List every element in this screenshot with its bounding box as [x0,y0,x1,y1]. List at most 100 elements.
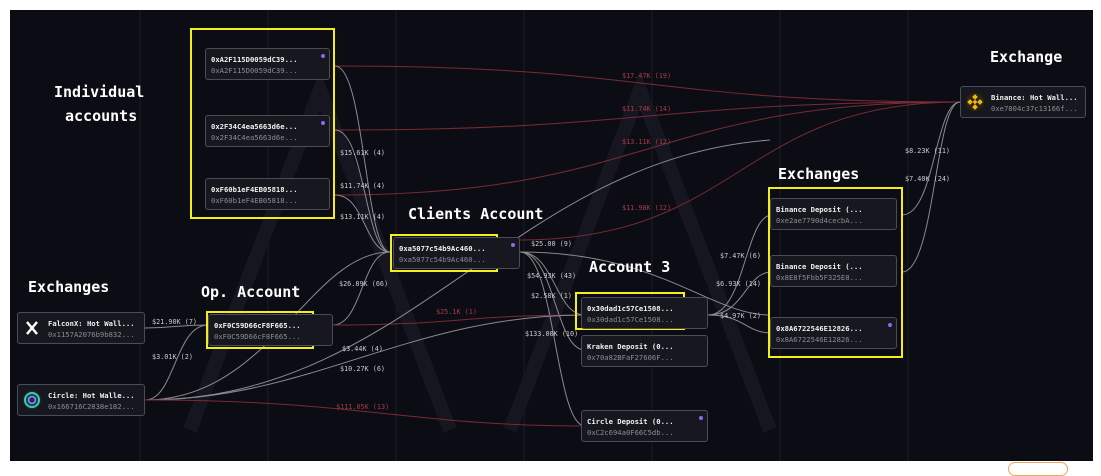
node-name: Binance Deposit (... [776,205,863,214]
status-dot-icon [511,243,515,247]
edge-label: $13.11K (4) [340,213,386,221]
flow-canvas[interactable]: $17.47K (19) $11.74K (14) $13.11K (12) $… [10,10,1093,461]
edge-op-clients [332,251,391,326]
node-name: Binance: Hot Wall... [991,93,1078,102]
node-name: 0x2F34C4ea5663d6e... [211,122,298,131]
edge-label: $7.47K (6) [720,252,761,260]
node-address: 0xe2ae7790d4cecbA... [776,216,863,225]
label-individual: Individual [54,83,145,101]
label-exchanges-left: Exchanges [28,278,110,296]
edge-label: $54.93K (43) [527,272,577,280]
edge-clients-binance-red [519,101,961,241]
edge-circle-bindep [144,139,771,401]
node-circle-deposit[interactable]: Circle Deposit (0... 0xC2c694a0F66C5db..… [581,410,708,442]
node-address: 0xC2c694a0F66C5db... [587,428,674,437]
edge-circle-acct3 [144,314,586,401]
node-address: 0x8A6722546E12826... [776,335,863,344]
edge-label: $11.98K (12) [622,204,672,212]
edge-acc3-clients [334,194,391,253]
status-dot-icon [699,416,703,420]
edge-label: $26.89K (66) [339,280,389,288]
node-name: Circle: Hot Walle... [48,391,135,400]
node-address: 0xa5077c54b9Ac460... [399,255,486,264]
node-name: 0x30dad1c57Ce1508... [587,304,674,313]
edge-layer [139,10,961,461]
edge-label: $7.40K (24) [905,175,951,183]
edge-label: $17.47K (19) [622,72,672,80]
node-address: 0x70a82BFaF27606F... [587,353,674,362]
node-address: 0xF0C59D66cF8F665... [214,332,301,341]
node-address: 0x1157A2076b9b832... [48,330,135,339]
node-address: 0x166716C2838e182... [48,402,135,411]
node-name: 0xF0C59D66cF8F665... [214,321,301,330]
edge-label: $11.74K (4) [340,182,386,190]
edge-label: $10.27K (6) [340,365,386,373]
edge-acct3-bin2 [707,271,773,316]
label-op-account: Op. Account [201,283,301,301]
edge-op-acct3 [332,314,586,326]
edge-clients-bindep [519,251,771,316]
node-name: 0xa5077c54b9Ac460... [399,244,486,253]
label-account3: Account 3 [589,258,671,276]
node-name: 0xF60b1eF4EB05818... [211,185,298,194]
node-name: FalconX: Hot Wall... [48,319,135,328]
edge-acc1-clients [334,65,391,253]
status-dot-icon [321,121,325,125]
edge-label: $21.90K (7) [152,318,198,326]
highlight-individual-accounts [190,28,335,219]
status-dot-icon [321,54,325,58]
label-exchange: Exchange [990,48,1063,66]
edge-circle-op [144,324,209,401]
edge-bin1-binance [901,101,961,216]
node-name: 0x8A6722546E12826... [776,324,863,333]
node-account3[interactable]: 0x30dad1c57Ce1508... 0x30dad1c57Ce1508..… [581,297,708,329]
label-exchanges-right: Exchanges [778,165,860,183]
edge-label: $6.93K (14) [716,280,762,288]
partial-button-edge[interactable] [1008,462,1068,476]
edge-label: $3.44K (4) [342,345,383,353]
node-address: 0xA2F115D0059dC39... [211,66,298,75]
edge-circle-circledep [144,399,586,427]
edge-bin2-binance [901,101,961,273]
node-name: Kraken Deposit (0... [587,342,674,351]
edge-label: $25.00 (9) [531,240,572,248]
binance-logo-icon [966,93,984,111]
edge-acct3-bin3 [707,314,773,334]
node-address: 0xF60b1eF4EB05818... [211,196,298,205]
edge-acc2-clients [334,129,391,253]
node-address: 0x2F34C4ea5663d6e... [211,133,298,142]
edge-label: $25.1K (1) [436,308,477,316]
node-binance-deposit-1[interactable]: Binance Deposit (... 0xe2ae7790d4cecbA..… [770,198,897,230]
edge-label: $13.11K (12) [622,138,672,146]
node-name: Binance Deposit (... [776,262,863,271]
edge-acc2-binance [334,101,961,131]
falconx-icon [23,319,41,337]
node-clients-account[interactable]: 0xa5077c54b9Ac460... 0xa5077c54b9Ac460..… [393,237,520,269]
edge-label: $3.01K (2) [152,353,193,361]
edge-label: $8.23K (11) [905,147,951,155]
edge-label: $4.97K (2) [720,312,761,320]
node-kraken-deposit[interactable]: Kraken Deposit (0... 0x70a82BFaF27606F..… [581,335,708,367]
node-individual-account-1[interactable]: 0xA2F115D0059dC39... 0xA2F115D0059dC39..… [205,48,330,80]
node-address: 0x8E8f5Fbb5F325E8... [776,273,863,282]
node-name: 0xA2F115D0059dC39... [211,55,298,64]
label-accounts: accounts [65,107,138,125]
node-individual-account-2[interactable]: 0x2F34C4ea5663d6e... 0x2F34C4ea5663d6e..… [205,115,330,147]
node-name: Circle Deposit (0... [587,417,674,426]
edge-acc1-binance [334,65,961,103]
label-clients-account: Clients Account [408,205,544,223]
node-address: 0xe7804c37c13166f... [991,104,1078,113]
edge-falconx-op [144,324,209,329]
edge-label: $2.58K (1) [531,292,572,300]
node-op-account[interactable]: 0xF0C59D66cF8F665... 0xF0C59D66cF8F665..… [208,314,333,346]
node-binance-deposit-2[interactable]: Binance Deposit (... 0x8E8f5Fbb5F325E8..… [770,255,897,287]
node-individual-account-3[interactable]: 0xF60b1eF4EB05818... 0xF60b1eF4EB05818..… [205,178,330,210]
node-falconx-hot-wallet[interactable]: FalconX: Hot Wall... 0x1157A2076b9b832..… [17,312,145,344]
node-binance-hot-wallet[interactable]: Binance: Hot Wall... 0xe7804c37c13166f..… [960,86,1086,118]
circle-logo-icon [23,391,41,409]
edge-clients-kraken [519,251,586,351]
edge-label: $15.61K (4) [340,149,386,157]
edge-acct3-bin1 [707,214,773,316]
node-binance-deposit-3[interactable]: 0x8A6722546E12826... 0x8A6722546E12826..… [770,317,897,349]
node-circle-hot-wallet[interactable]: Circle: Hot Walle... 0x166716C2838e182..… [17,384,145,416]
